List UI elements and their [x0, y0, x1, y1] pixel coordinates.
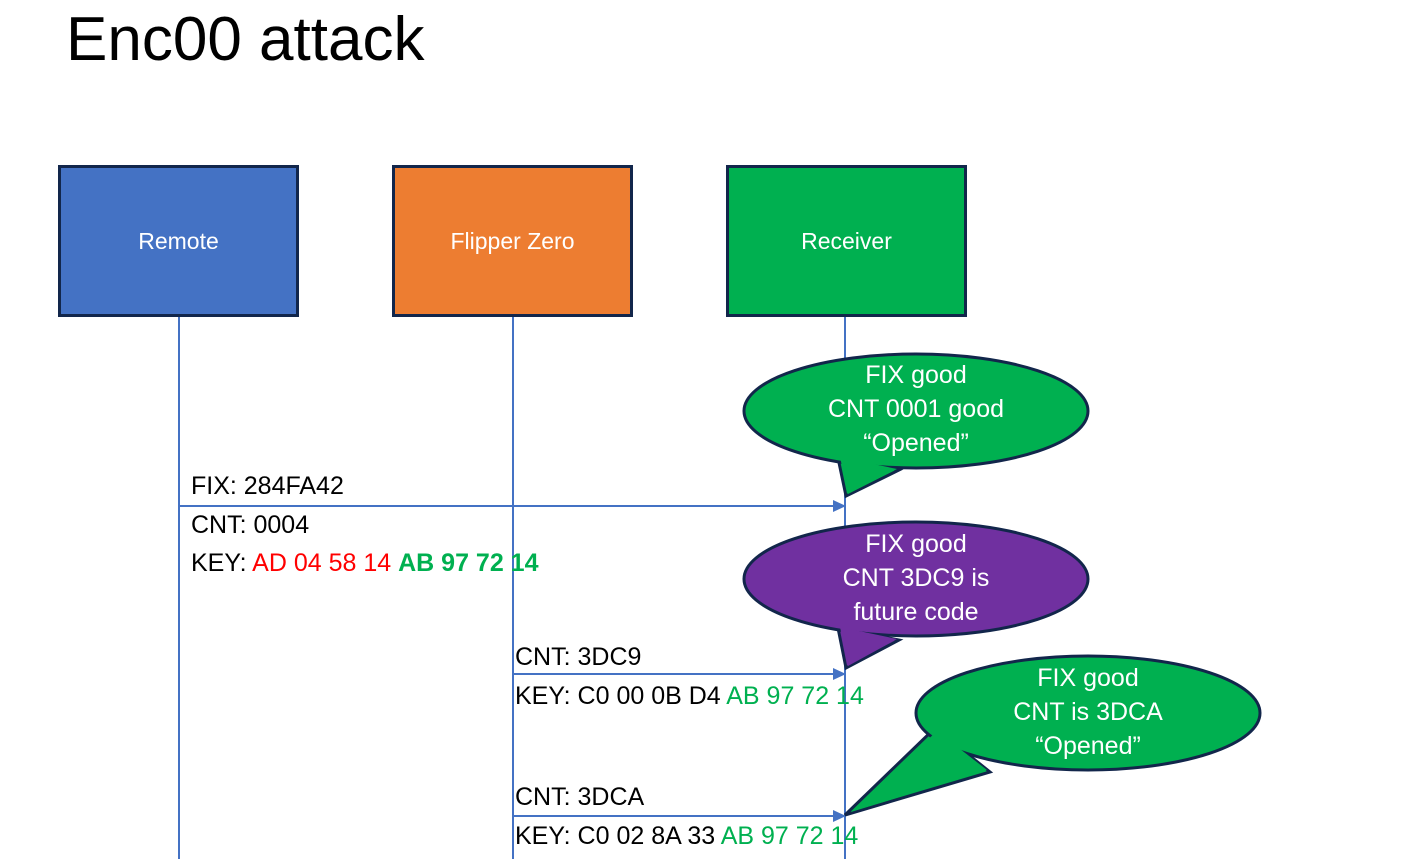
key-green-bytes-1: AB 97 72 14: [398, 549, 539, 577]
actor-label-remote: Remote: [138, 227, 219, 254]
actor-box-remote[interactable]: Remote: [58, 165, 299, 317]
speech-bubble-future-code: FIX good CNT 3DC9 is future code: [742, 518, 1090, 674]
actor-label-receiver: Receiver: [801, 227, 892, 254]
lifeline-remote: [178, 317, 180, 859]
key-prefix-1: KEY:: [191, 549, 253, 577]
message-3-label-key: KEY: C0 02 8A 33 AB 97 72 14: [515, 820, 858, 853]
message-arrow-3: [513, 815, 845, 817]
speech-bubble-3-shape: [843, 654, 1262, 817]
message-arrow-2: [513, 673, 845, 675]
actor-box-receiver[interactable]: Receiver: [726, 165, 967, 317]
message-1-label-cnt: CNT: 0004: [191, 511, 310, 539]
key-prefix-2: KEY: C0 00 0B D4: [515, 682, 727, 710]
message-arrowhead-2: [833, 668, 846, 680]
key-prefix-3: KEY: C0 02 8A 33: [515, 822, 721, 850]
message-1-label-above: FIX: 284FA42: [191, 472, 344, 500]
message-3-label-above: CNT: 3DCA: [515, 783, 645, 811]
speech-bubble-2-shape: [742, 520, 1090, 671]
lifeline-flipper: [512, 317, 514, 859]
page-title: Enc00 attack: [66, 5, 425, 74]
message-1-label-key: KEY: AD 04 58 14 AB 97 72 14: [191, 547, 539, 580]
actor-label-flipper: Flipper Zero: [450, 227, 575, 254]
key-green-bytes-3: AB 97 72 14: [720, 822, 859, 850]
message-2-label-key: KEY: C0 00 0B D4 AB 97 72 14: [515, 680, 864, 713]
message-2-label-above: CNT: 3DC9: [515, 643, 642, 671]
message-arrow-1: [179, 505, 845, 507]
speech-bubble-fix-good-cnt-0001: FIX good CNT 0001 good “Opened”: [742, 352, 1090, 508]
actor-box-flipper[interactable]: Flipper Zero: [392, 165, 633, 317]
key-green-bytes-2: AB 97 72 14: [726, 682, 864, 710]
message-arrowhead-1: [833, 500, 846, 512]
key-red-bytes-1: AD 04 58 14: [252, 549, 392, 577]
message-arrowhead-3: [833, 810, 846, 822]
speech-bubble-1-shape: [742, 352, 1090, 499]
speech-bubble-cnt-3dca-opened: FIX good CNT is 3DCA “Opened”: [843, 652, 1265, 822]
